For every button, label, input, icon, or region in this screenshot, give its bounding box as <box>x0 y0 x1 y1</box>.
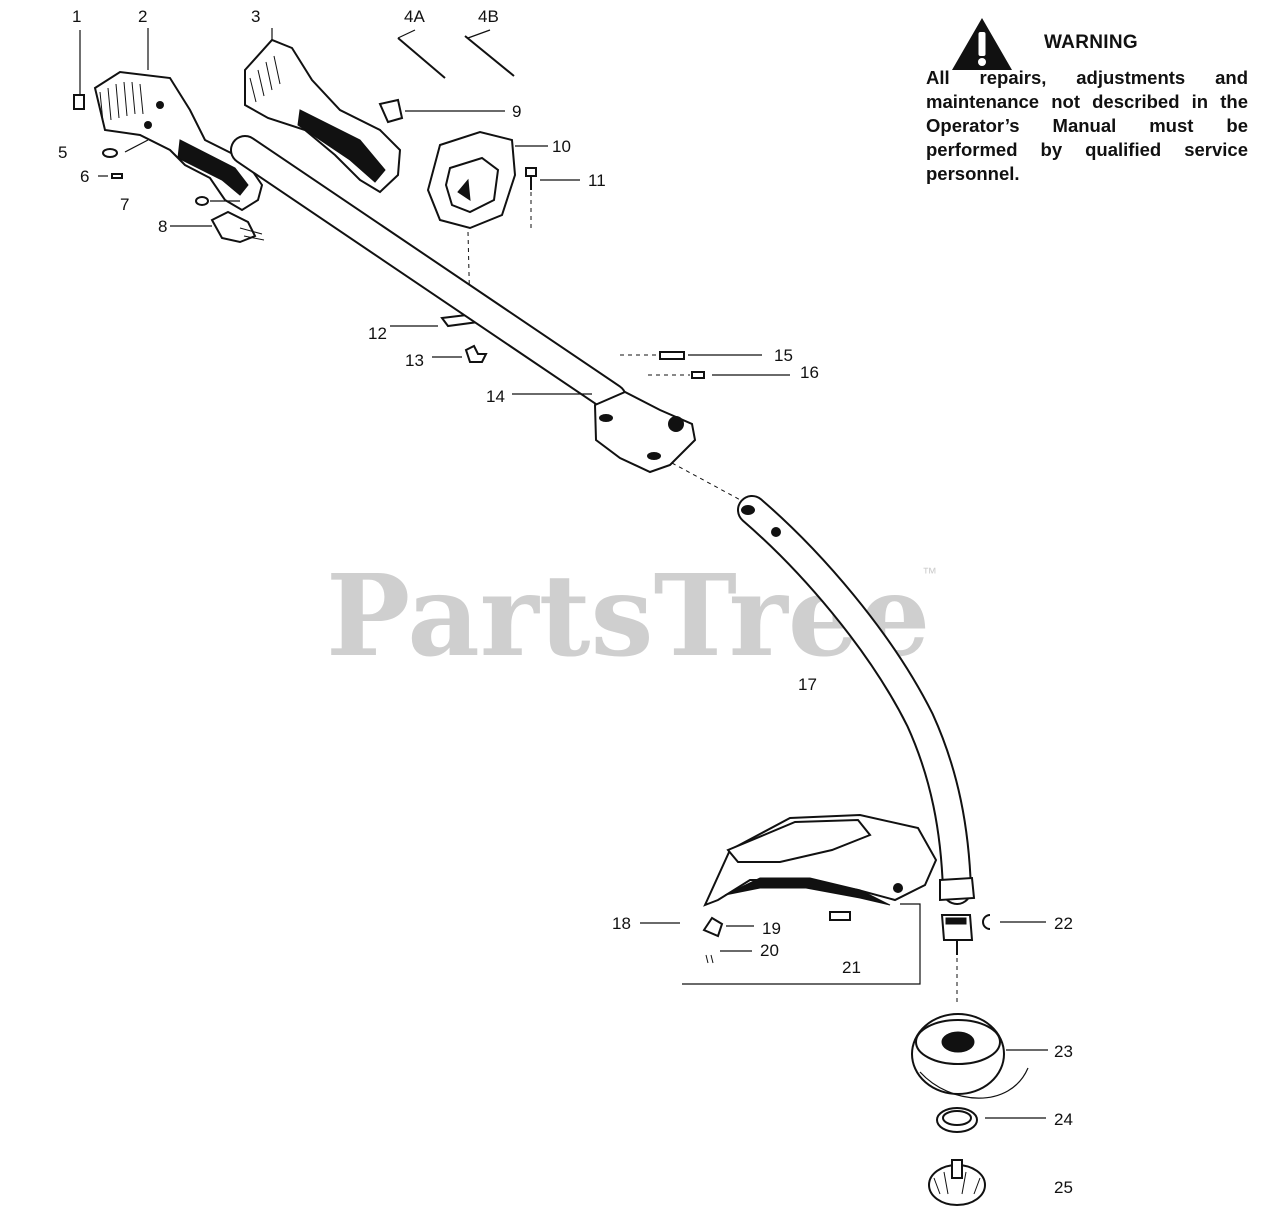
part-13-wing-knob <box>432 344 488 363</box>
part-10-loop-handle <box>426 130 548 316</box>
part-5-nut <box>102 139 149 158</box>
callout-18: 18 <box>612 914 631 933</box>
callout-2: 2 <box>138 7 147 26</box>
callout-12: 12 <box>368 324 387 343</box>
callout-22: 22 <box>1054 914 1073 933</box>
callout-5: 5 <box>58 143 67 162</box>
callout-4a: 4A <box>404 7 425 26</box>
part-15-spring <box>620 351 762 360</box>
part-3-housing-half <box>244 28 402 194</box>
part-2-handle-housing <box>93 28 264 212</box>
callout-1: 1 <box>72 7 81 26</box>
warning-text: All repairs, adjustments and maintenance… <box>926 67 1248 184</box>
part-7-washer <box>195 196 240 206</box>
callout-8: 8 <box>158 217 167 236</box>
part-6-screw <box>98 173 123 179</box>
callout-15: 15 <box>774 346 793 365</box>
callout-11: 11 <box>588 171 606 190</box>
callout-6: 6 <box>80 167 89 186</box>
callout-14: 14 <box>486 387 505 406</box>
part-14-drive-tube <box>230 135 697 474</box>
warning-triangle-icon <box>952 18 1012 70</box>
part-25-bump-knob <box>928 1159 986 1206</box>
part-21-screw <box>682 903 921 985</box>
part-1-screw <box>73 30 85 110</box>
callout-10: 10 <box>552 137 571 156</box>
part-22-clip <box>982 914 1046 930</box>
callout-9: 9 <box>512 102 521 121</box>
callout-13: 13 <box>405 351 424 370</box>
callout-24: 24 <box>1054 1110 1073 1129</box>
part-9-stop-switch <box>378 98 505 124</box>
part-4a-screw <box>397 29 446 79</box>
callout-4b: 4B <box>478 7 499 26</box>
callout-25: 25 <box>1054 1178 1073 1197</box>
callout-19: 19 <box>762 919 781 938</box>
watermark-trademark: ™ <box>922 565 937 582</box>
callout-20: 20 <box>760 941 779 960</box>
part-24-eyelet-ring <box>936 1107 1046 1133</box>
part-19-line-cutter <box>702 916 754 938</box>
part-8-throttle-trigger <box>170 210 265 244</box>
part-11-screw <box>525 167 580 230</box>
callout-21: 21 <box>842 958 861 977</box>
part-18-grass-guard <box>640 813 938 924</box>
part-20-screw <box>705 950 752 964</box>
callout-23: 23 <box>1054 1042 1073 1061</box>
part-16-pin <box>648 371 790 379</box>
callout-7: 7 <box>120 195 129 214</box>
callout-17: 17 <box>798 675 817 694</box>
part-4b-screw <box>464 29 515 77</box>
warning-notice: WARNING All repairs, adjustments and mai… <box>926 10 1248 190</box>
warning-title: WARNING <box>1044 32 1138 53</box>
part-17-lower-shaft <box>737 495 976 1005</box>
part-23-trimmer-head <box>911 1013 1048 1099</box>
callout-16: 16 <box>800 363 819 382</box>
callout-3: 3 <box>251 7 260 26</box>
